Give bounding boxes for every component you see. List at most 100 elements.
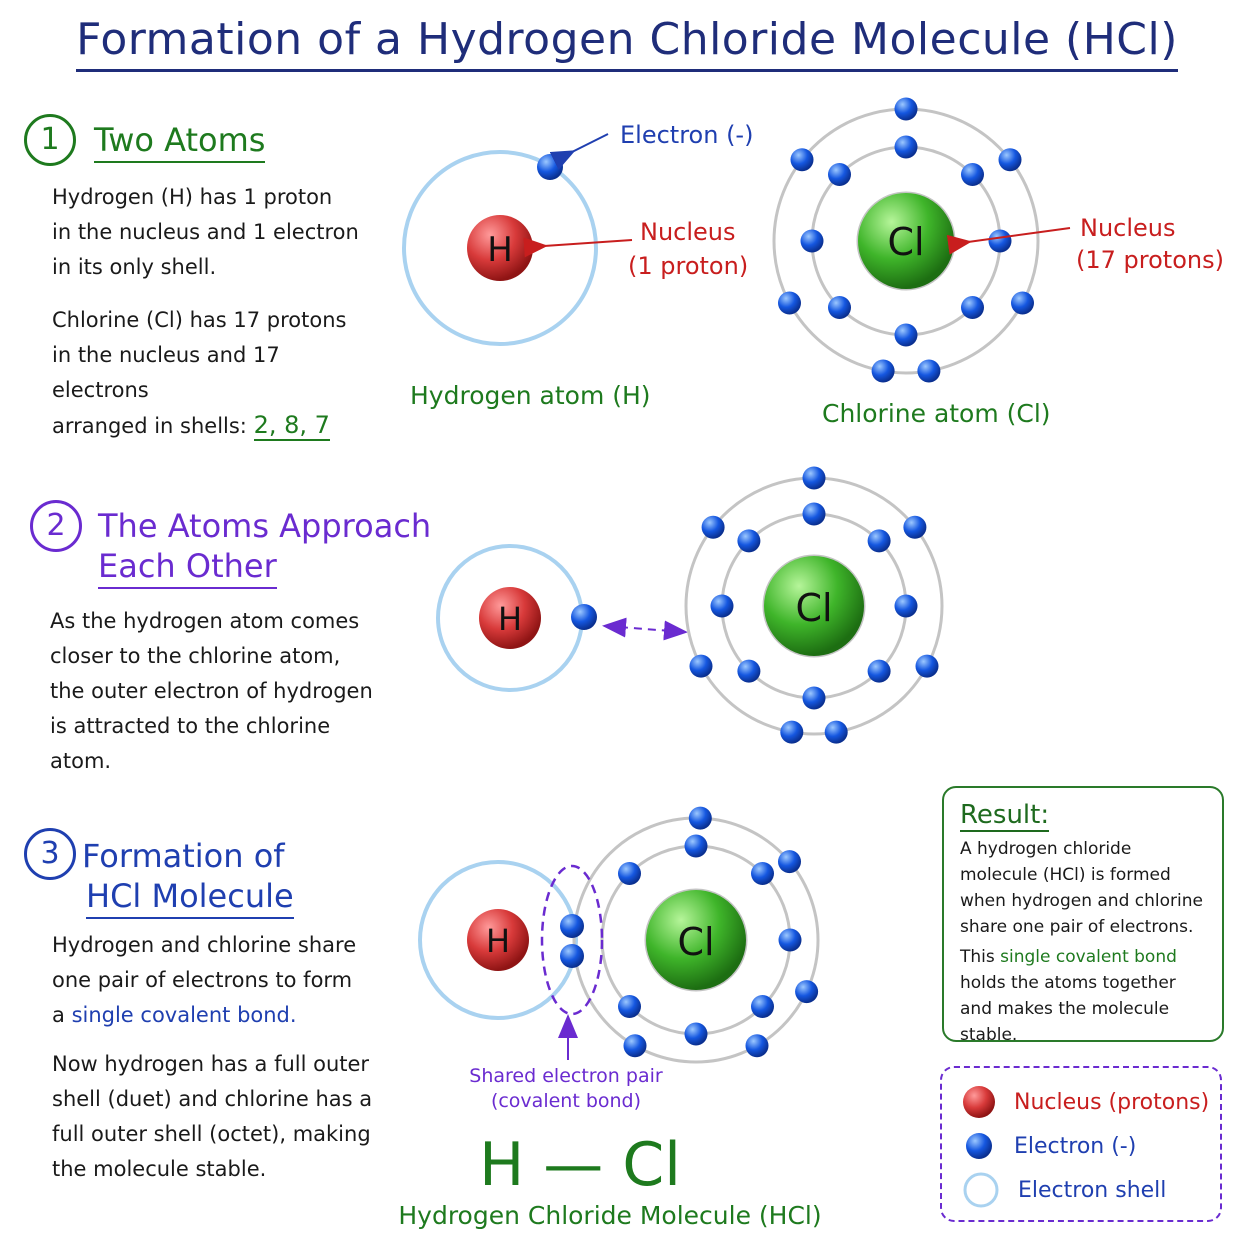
electron-shell1-2: [961, 163, 984, 186]
h2-nucleus: [479, 587, 541, 649]
electron-shell1-3: [894, 594, 918, 618]
result-text-2: This single covalent bond holds the atom…: [960, 947, 1177, 1045]
shared-electron-1: [560, 914, 584, 938]
h-nucleus-pointer: [523, 237, 633, 258]
electron-shell2-3: [1011, 291, 1034, 315]
electron-shell1-5: [684, 1022, 708, 1046]
legend: Nucleus (protons) Electron (-) Electron …: [940, 1066, 1222, 1222]
electron-shell1-1: [894, 135, 918, 159]
h3-symbol: H: [486, 922, 510, 960]
electron-shell2-5: [623, 1034, 647, 1058]
step1-hydrogen-atom: H Electron (-) Nucleus (1 proton) Hydrog…: [402, 121, 753, 410]
electron-shell1-3: [988, 229, 1012, 253]
electron-shell1-2: [751, 862, 774, 885]
electron-shell2-4: [824, 720, 848, 744]
electron-shell1-8: [828, 163, 851, 186]
electron-shell2-6: [689, 654, 713, 678]
electron-shell2-3: [795, 980, 819, 1004]
electron-shell2-2: [778, 850, 801, 874]
electron-label: Electron (-): [620, 121, 753, 149]
shared-pair-ring: [540, 864, 604, 1016]
step-1-number: 1: [24, 114, 76, 166]
h3-nucleus: [467, 909, 529, 971]
cl-symbol: Cl: [887, 220, 924, 264]
electron-shell1-4: [751, 995, 774, 1018]
h2-electron: [571, 604, 597, 630]
electron-shell2-1: [802, 466, 826, 490]
electron-shell1-4: [867, 659, 891, 683]
step-2-text: As the hydrogen atom comes closer to the…: [50, 609, 373, 773]
electron-shell2-2: [998, 148, 1022, 172]
electron-shell2-3: [915, 654, 939, 678]
shared-pair-label: Shared electron pair: [469, 1065, 663, 1087]
cl3-symbol: Cl: [677, 920, 714, 964]
electron-shell1-6: [618, 995, 641, 1018]
electron-shell1-3: [778, 928, 802, 952]
step3-molecule: H Cl Shared electron pair (covalent bond…: [398, 806, 822, 1230]
cl-nucleus-proton-label: (17 protons): [1076, 246, 1224, 274]
shell-config: 2, 8, 7: [253, 411, 330, 441]
electron-shell1-7: [618, 862, 641, 885]
cl2-symbol: Cl: [795, 586, 832, 630]
electron-shell1-4: [961, 296, 984, 319]
electron-shell2-5: [871, 359, 895, 383]
electron-shell1-1: [802, 502, 826, 526]
cl-atom-label: Chlorine atom (Cl): [822, 399, 1051, 428]
step-3-text: Hydrogen and chlorine share one pair of …: [52, 933, 373, 1181]
electron-shell1-6: [737, 659, 761, 683]
electron-shell2-4: [917, 359, 941, 383]
step-1-text: Hydrogen (H) has 1 proton in the nucleus…: [52, 185, 359, 441]
electron-shell1-5: [802, 686, 826, 710]
electron-shell1-7: [710, 594, 734, 618]
hcl-formula: H — Cl: [479, 1130, 681, 1200]
step1-chlorine-atom: Cl Nucleus (17 protons) Chlorine atom (C…: [772, 97, 1224, 428]
electron-shell1-1: [684, 834, 708, 858]
page-title: Formation of a Hydrogen Chloride Molecul…: [0, 14, 1254, 72]
step-2-number: 2: [30, 500, 82, 552]
h-nucleus-proton-label: (1 proton): [628, 252, 748, 280]
cl-electrons: [778, 97, 1034, 383]
h-shell: [402, 150, 598, 346]
cl2-nucleus: [764, 556, 864, 656]
h2-symbol: H: [498, 600, 522, 638]
electron-icon: [966, 1133, 992, 1159]
shared-electron-2: [560, 944, 584, 968]
result-box: Result: A hydrogen chloride molecule (HC…: [942, 786, 1224, 1045]
covalent-bond-label: (covalent bond): [491, 1090, 641, 1112]
h-nucleus: [467, 215, 533, 281]
electron-shell2-1: [688, 806, 712, 830]
step-3-title: Formation of HCl Molecule: [82, 836, 294, 919]
electron-shell1-2: [867, 529, 891, 553]
h3-shell: [418, 860, 578, 1020]
electron-pointer: [549, 133, 609, 170]
cl3-electrons: [618, 806, 819, 1058]
electron-shell1-7: [800, 229, 824, 253]
legend-shell: Electron shell: [962, 1170, 1166, 1210]
molecule-label: Hydrogen Chloride Molecule (HCl): [398, 1201, 821, 1230]
step-2-title: The Atoms Approach Each Other: [98, 506, 431, 589]
h-atom-label: Hydrogen atom (H): [410, 381, 651, 410]
step2-atoms: H Cl: [436, 466, 944, 744]
h-symbol: H: [487, 230, 513, 270]
legend-nucleus: Nucleus (protons): [962, 1082, 1209, 1122]
electron-shell2-7: [701, 515, 725, 539]
cl-nucleus: [858, 193, 954, 289]
cl2-electrons: [689, 466, 939, 744]
bond-term: single covalent bond: [71, 1003, 290, 1027]
cl-nucleus-pointer: [946, 227, 1071, 255]
electron-shell1-5: [894, 323, 918, 347]
attraction-arrow: [602, 617, 688, 641]
electron-shell2-6: [778, 291, 801, 315]
step-1-title: Two Atoms: [94, 120, 266, 163]
shell-icon: [963, 1172, 999, 1208]
electron-shell1-8: [737, 529, 761, 553]
electron-shell2-2: [903, 515, 927, 539]
result-text-1: A hydrogen chloride molecule (HCl) is fo…: [960, 839, 1203, 937]
result-title: Result:: [960, 800, 1050, 832]
h-electron: [537, 154, 563, 180]
electron-shell2-1: [894, 97, 918, 121]
legend-electron: Electron (-): [962, 1126, 1136, 1166]
cl3-nucleus: [646, 890, 746, 990]
electron-shell2-5: [780, 720, 804, 744]
